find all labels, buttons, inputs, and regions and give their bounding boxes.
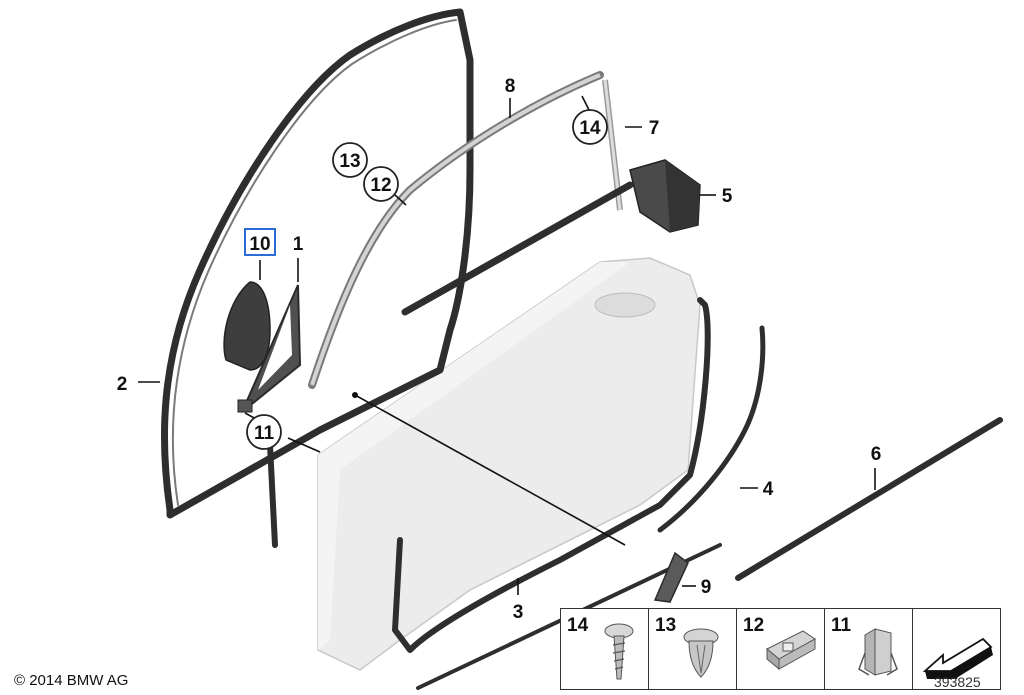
callout-12: 12 <box>370 175 391 196</box>
part-2-frame-seal-highlight <box>171 19 457 506</box>
callout-10: 10 <box>249 234 270 255</box>
callout-14-circle <box>572 109 608 145</box>
door-handle-recess <box>594 292 656 318</box>
screw-icon <box>604 623 634 680</box>
clip-12-icon <box>766 630 816 671</box>
part-11-clip-shape <box>237 399 253 413</box>
legend-cell-12[interactable]: 12 <box>737 609 825 689</box>
callout-9: 9 <box>701 577 712 598</box>
leader-11b <box>287 437 321 453</box>
leader-12 <box>394 194 407 206</box>
callout-7: 7 <box>649 118 660 139</box>
legend-number-13: 13 <box>655 615 677 636</box>
callout-12-circle <box>363 166 399 202</box>
part-1-mirror-triangle <box>241 284 302 413</box>
callout-6: 6 <box>871 444 882 465</box>
legend-cell-direction <box>913 609 1000 689</box>
callout-14: 14 <box>579 118 601 139</box>
part-5-bracket-face <box>665 160 700 232</box>
legend-cell-14[interactable]: 14 <box>561 609 649 689</box>
callout-11-circle <box>246 414 282 450</box>
belt-weatherstrip <box>401 181 634 316</box>
callout-10-highlight-box[interactable] <box>244 228 276 256</box>
clip-11-icon <box>858 628 898 676</box>
push-rivet-icon <box>683 628 719 678</box>
leader-door <box>354 394 626 546</box>
part-1-inner-cut <box>258 305 292 390</box>
leader-door-dot <box>352 392 358 398</box>
legend-number-12: 12 <box>743 615 765 636</box>
callout-13: 13 <box>339 151 360 172</box>
legend-number-11: 11 <box>831 615 852 636</box>
part-9-triangle-bracket <box>653 551 689 603</box>
part-10-mirror-cover <box>223 281 271 371</box>
part-8-channel-trim-inner <box>310 73 601 386</box>
part-4-rubber-strip <box>657 325 766 533</box>
copyright-text: © 2014 BMW AG <box>14 672 129 689</box>
callout-3: 3 <box>513 602 524 623</box>
door-panel <box>317 257 701 671</box>
callout-5: 5 <box>722 186 733 207</box>
callout-13-circle <box>332 142 368 178</box>
callout-8: 8 <box>505 76 516 97</box>
parts-legend-strip: 14 13 12 11 <box>560 608 1001 690</box>
legend-cell-11[interactable]: 11 <box>825 609 913 689</box>
callout-11: 11 <box>254 423 275 444</box>
callout-4: 4 <box>763 479 774 500</box>
legend-cell-13[interactable]: 13 <box>649 609 737 689</box>
part-2-frame-seal <box>160 8 474 519</box>
legend-number-14: 14 <box>567 615 589 636</box>
callout-1: 1 <box>293 234 304 255</box>
part-1-lower-strip <box>267 442 278 548</box>
callout-2: 2 <box>117 374 128 395</box>
diagram-number: 393825 <box>934 674 981 690</box>
part-3-door-seal <box>392 297 711 653</box>
part-6-sill-strip <box>735 417 1003 581</box>
direction-arrow-icon <box>922 637 993 679</box>
